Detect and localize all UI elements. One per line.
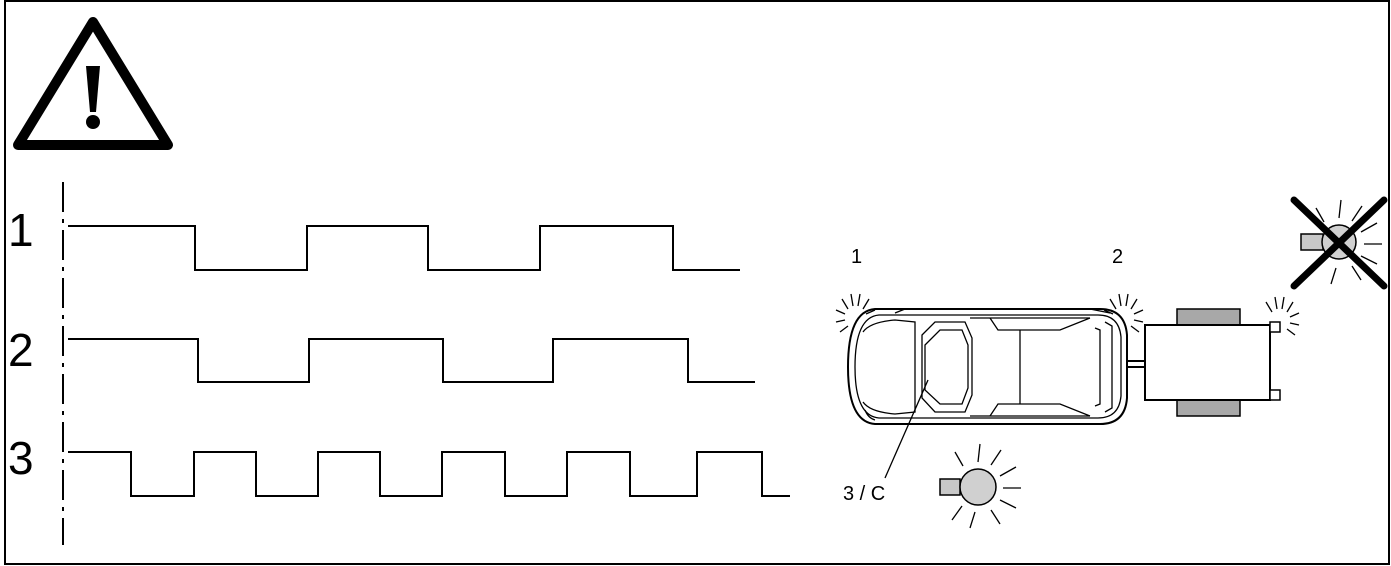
car-front-label: 1 (851, 246, 862, 268)
indicator-label: 3 / C (843, 483, 885, 505)
signal-label-1: 1 (8, 204, 34, 256)
leader-line (884, 379, 929, 479)
trailer (1144, 308, 1281, 417)
flash-rear-icon (1103, 293, 1144, 333)
waveform-3 (68, 451, 790, 497)
signal-label-3: 3 (8, 432, 34, 484)
flash-front-left-icon (835, 293, 876, 333)
car-rear-label: 2 (1112, 246, 1123, 268)
waveform-2 (68, 338, 755, 383)
car-top-view (846, 308, 1128, 425)
waveform-1 (68, 225, 740, 271)
signal-label-2: 2 (8, 324, 34, 376)
border (4, 0, 1390, 565)
flash-trailer-icon (1265, 296, 1300, 336)
lamp-crossed-icon (1290, 196, 1388, 290)
lamp-lit-icon (939, 443, 1021, 529)
warning-triangle-icon (13, 17, 173, 150)
